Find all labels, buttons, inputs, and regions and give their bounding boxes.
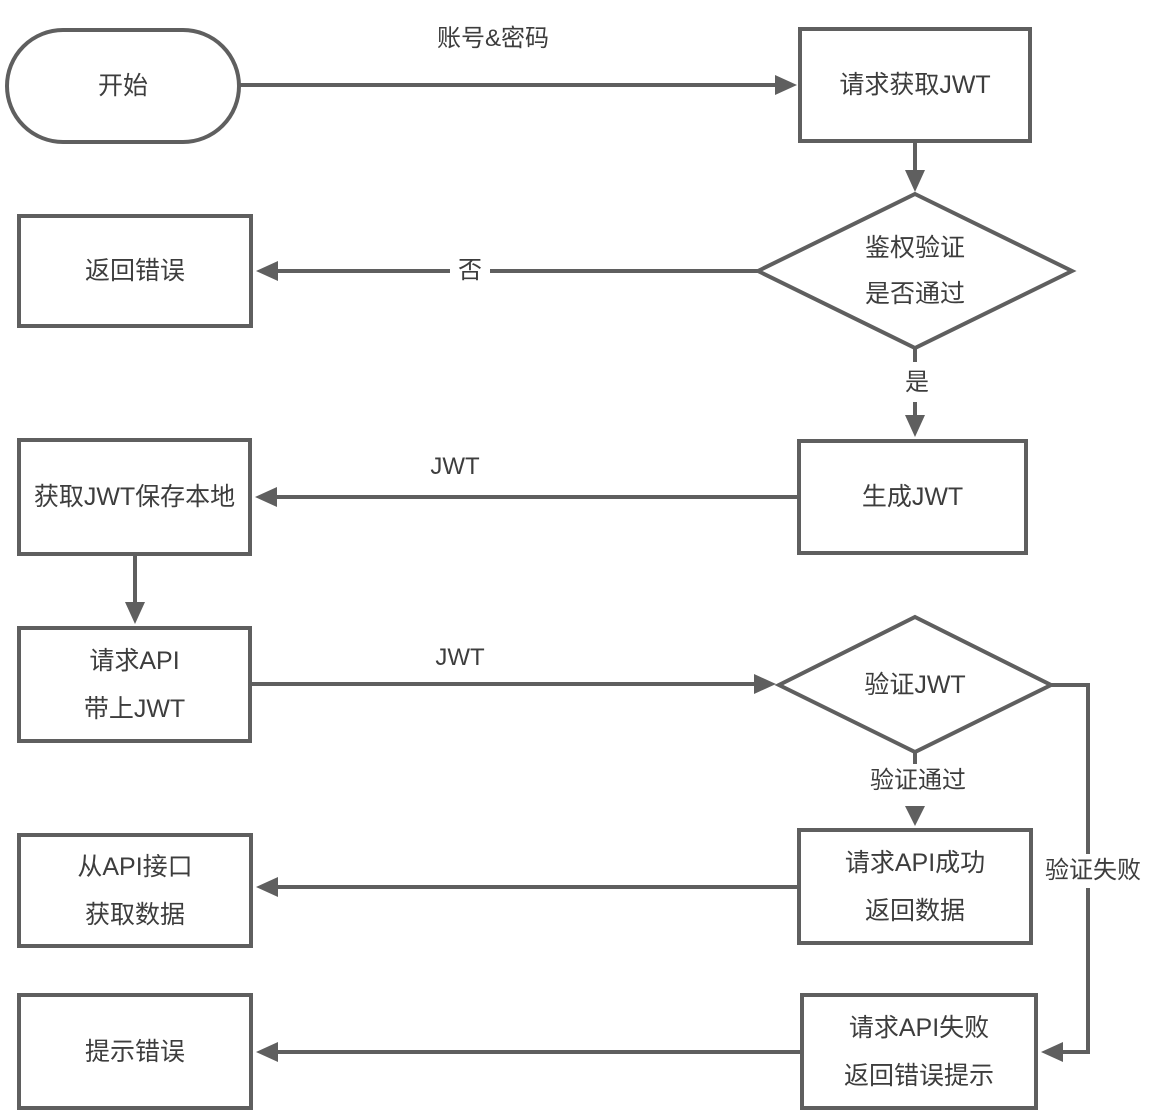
arrowhead-left-api-data: [256, 877, 278, 897]
node-api-fail-line1: 请求API失败: [848, 1013, 990, 1042]
edge-label-yes: 是: [905, 369, 929, 396]
decision-auth-line2: 是否通过: [864, 280, 965, 308]
node-api-success-line1: 请求API成功: [844, 848, 986, 877]
arrowhead-left-return-error: [256, 261, 278, 281]
edge-label-jwt-to-verify: JWT: [435, 644, 485, 671]
arrowhead-down-generate-jwt: [905, 415, 925, 437]
node-return-error-label: 返回错误: [84, 257, 185, 285]
flowchart-node-generate-jwt: 生成JWT: [797, 439, 1028, 555]
node-api-data-line2: 获取数据: [84, 900, 185, 929]
arrowhead-down-request-api: [125, 602, 145, 624]
edge-label-jwt-to-local: JWT: [430, 453, 480, 480]
flowchart-node-start: 开始: [5, 28, 241, 144]
flowchart-node-api-data: 从API接口 获取数据: [17, 833, 253, 948]
node-request-api-line1: 请求API: [89, 646, 180, 675]
flowchart-node-save-jwt: 获取JWT保存本地: [17, 438, 252, 556]
arrowhead-right-verify: [754, 674, 776, 694]
decision-verify-label: 验证JWT: [779, 617, 1051, 752]
arrowhead-left-api-fail: [1041, 1042, 1063, 1062]
flowchart-node-api-success: 请求API成功 返回数据: [797, 828, 1033, 945]
edge-label-verify-fail: 验证失败: [1037, 854, 1149, 888]
flowchart-node-request-jwt: 请求获取JWT: [798, 27, 1032, 143]
edge-label-no: 否: [450, 254, 490, 288]
flowchart-node-return-error: 返回错误: [17, 214, 253, 328]
edge-label-verify-pass: 验证通过: [870, 767, 966, 794]
arrowhead-left-save-jwt: [255, 487, 277, 507]
node-api-fail-line2: 返回错误提示: [843, 1061, 994, 1090]
arrowhead-down-api-success: [905, 806, 925, 826]
edge-label-credentials: 账号&密码: [436, 25, 550, 52]
arrowhead-right-request-jwt: [775, 75, 797, 95]
decision-auth-label: 鉴权验证 是否通过: [758, 194, 1072, 348]
decision-verify-text: 验证JWT: [864, 670, 966, 699]
flowchart-node-request-api: 请求API 带上JWT: [17, 626, 252, 743]
arrowhead-down-auth: [905, 170, 925, 192]
node-request-jwt-label: 请求获取JWT: [839, 71, 991, 99]
node-error-tip-label: 提示错误: [84, 1037, 185, 1066]
decision-auth-shape: [753, 191, 1077, 351]
node-api-data-line1: 从API接口: [77, 852, 193, 881]
flowchart-node-error-tip: 提示错误: [17, 993, 253, 1110]
node-start-label: 开始: [97, 72, 148, 100]
arrowhead-left-error-tip: [256, 1042, 278, 1062]
decision-auth-line1: 鉴权验证: [864, 234, 965, 262]
node-generate-jwt-label: 生成JWT: [861, 483, 964, 511]
node-request-api-line2: 带上JWT: [83, 694, 186, 723]
node-api-success-line2: 返回数据: [864, 896, 965, 925]
node-save-jwt-label: 获取JWT保存本地: [33, 483, 236, 511]
decision-verify-shape: [774, 614, 1056, 755]
flowchart-node-api-fail: 请求API失败 返回错误提示: [800, 993, 1038, 1110]
